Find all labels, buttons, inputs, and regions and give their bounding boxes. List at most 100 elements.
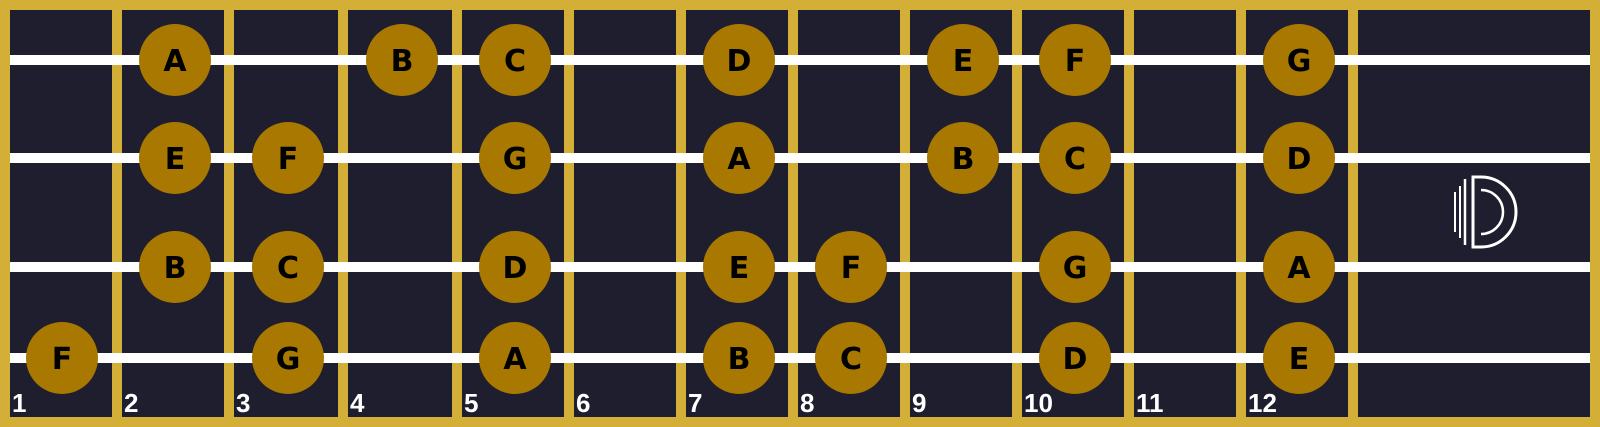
- d-logo-icon: [1454, 175, 1518, 249]
- note-marker: D: [1263, 122, 1335, 194]
- note-label: C: [277, 251, 299, 286]
- note-marker: E: [1263, 322, 1335, 394]
- fret-number-11: 11: [1136, 388, 1164, 418]
- note-circle: [815, 322, 887, 394]
- note-circle: [927, 122, 999, 194]
- fret-lines: [112, 10, 1358, 417]
- note-label: G: [1287, 44, 1312, 79]
- note-label: A: [503, 342, 527, 377]
- note-marker: D: [703, 24, 775, 96]
- note-marker: A: [703, 122, 775, 194]
- note-label: D: [727, 44, 752, 79]
- note-circle: [1263, 322, 1335, 394]
- note-marker: B: [703, 322, 775, 394]
- note-circle: [1263, 24, 1335, 96]
- note-marker: C: [1039, 122, 1111, 194]
- fret-number-3: 3: [236, 388, 250, 418]
- fret-number-2: 2: [124, 388, 138, 418]
- note-label: F: [1065, 44, 1086, 79]
- note-marker: B: [927, 122, 999, 194]
- note-marker: E: [139, 122, 211, 194]
- fret-line-4: [452, 10, 462, 417]
- note-label: C: [1064, 142, 1086, 177]
- fret-number-6: 6: [576, 388, 590, 418]
- note-circle: [139, 122, 211, 194]
- note-label: E: [1289, 342, 1310, 377]
- fret-number-10: 10: [1024, 388, 1053, 418]
- note-marker: C: [252, 231, 324, 303]
- note-marker: E: [927, 24, 999, 96]
- note-marker: A: [1263, 231, 1335, 303]
- note-label: G: [1063, 251, 1088, 286]
- note-marker: F: [252, 122, 324, 194]
- note-circle: [703, 322, 775, 394]
- note-label: G: [276, 342, 301, 377]
- note-label: E: [165, 142, 186, 177]
- fret-number-12: 12: [1248, 388, 1277, 418]
- note-circle: [703, 122, 775, 194]
- note-label: E: [729, 251, 750, 286]
- note-label: F: [52, 342, 73, 377]
- note-label: B: [164, 251, 187, 286]
- note-marker: F: [815, 231, 887, 303]
- note-label: E: [953, 44, 974, 79]
- note-marker: G: [1039, 231, 1111, 303]
- note-label: F: [841, 251, 862, 286]
- note-circle: [252, 231, 324, 303]
- note-label: D: [1063, 342, 1088, 377]
- note-circle: [479, 231, 551, 303]
- fret-line-7: [788, 10, 798, 417]
- note-label: B: [952, 142, 975, 177]
- string-line-3: [10, 262, 1590, 272]
- note-marker: C: [815, 322, 887, 394]
- note-circle: [479, 322, 551, 394]
- note-marker: C: [479, 24, 551, 96]
- note-marker: D: [1039, 322, 1111, 394]
- note-marker: F: [26, 322, 98, 394]
- fret-line-5: [564, 10, 574, 417]
- fret-number-9: 9: [912, 388, 926, 418]
- note-circle: [479, 122, 551, 194]
- note-circle: [1039, 231, 1111, 303]
- note-circle: [1039, 122, 1111, 194]
- fret-line-2: [224, 10, 234, 417]
- note-label: G: [503, 142, 528, 177]
- note-marker: G: [1263, 24, 1335, 96]
- fret-line-11: [1236, 10, 1246, 417]
- note-label: A: [163, 44, 187, 79]
- string-line-4: [10, 353, 1590, 363]
- fret-line-3: [338, 10, 348, 417]
- note-marker: E: [703, 231, 775, 303]
- note-circle: [366, 24, 438, 96]
- note-marker: F: [1039, 24, 1111, 96]
- string-line-1: [10, 55, 1590, 65]
- fret-number-1: 1: [12, 388, 26, 418]
- fret-line-10: [1124, 10, 1134, 417]
- note-circle: [1039, 322, 1111, 394]
- note-marker: B: [366, 24, 438, 96]
- string-lines: [10, 55, 1590, 363]
- string-line-2: [10, 153, 1590, 163]
- fret-line-8: [900, 10, 910, 417]
- note-label: C: [840, 342, 862, 377]
- note-circle: [139, 24, 211, 96]
- note-circle: [927, 24, 999, 96]
- note-circle: [139, 231, 211, 303]
- fret-number-4: 4: [350, 388, 365, 418]
- note-circle: [815, 231, 887, 303]
- note-circle: [252, 322, 324, 394]
- note-marker: G: [479, 122, 551, 194]
- fret-number-8: 8: [800, 388, 814, 418]
- fret-number-5: 5: [464, 388, 478, 418]
- note-label: C: [504, 44, 526, 79]
- note-circle: [1039, 24, 1111, 96]
- note-marker: G: [252, 322, 324, 394]
- note-label: D: [1287, 142, 1312, 177]
- note-circle: [1263, 122, 1335, 194]
- note-circle: [479, 24, 551, 96]
- note-label: A: [727, 142, 751, 177]
- note-circle: [703, 231, 775, 303]
- note-circle: [1263, 231, 1335, 303]
